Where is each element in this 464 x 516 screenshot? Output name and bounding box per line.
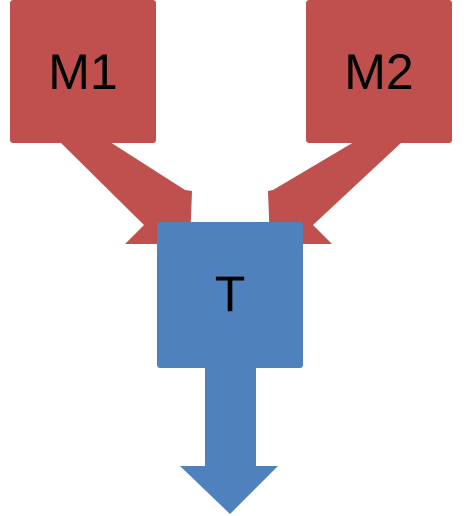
node-m1-label: M1 bbox=[48, 44, 117, 100]
arrow-m1-to-t bbox=[60, 142, 192, 244]
node-m2 bbox=[306, 0, 452, 143]
arrow-m2-to-t bbox=[268, 142, 402, 244]
node-t bbox=[157, 222, 303, 368]
node-m1 bbox=[10, 0, 156, 143]
node-m2-label: M2 bbox=[344, 44, 413, 100]
node-t-label: T bbox=[215, 266, 246, 322]
arrow-t-down bbox=[180, 368, 278, 514]
